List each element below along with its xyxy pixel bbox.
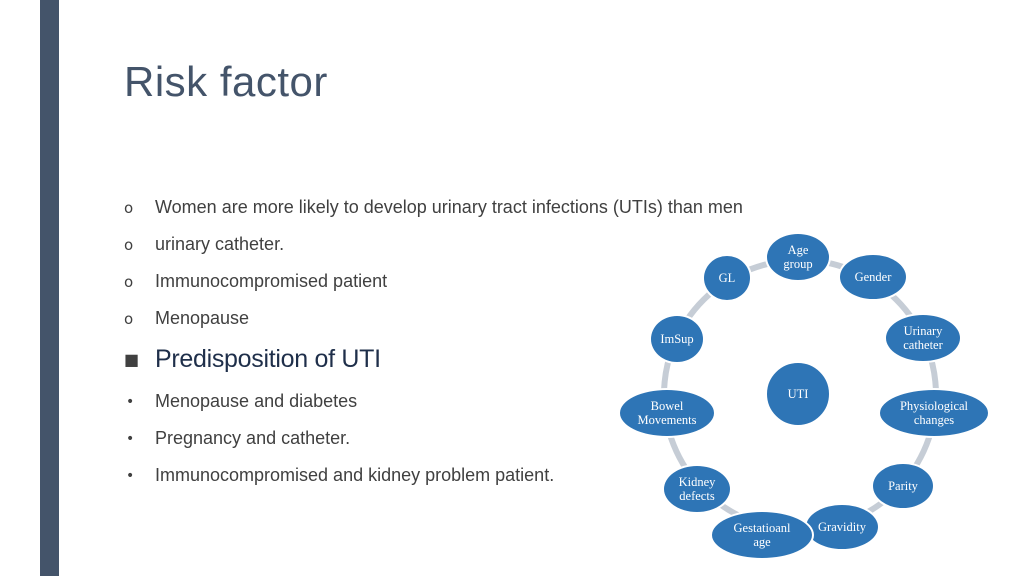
node-label: Gender [854, 270, 892, 284]
bullet-text: urinary catheter. [155, 234, 285, 254]
node-label: Gestatioanl age [733, 521, 791, 549]
bullet-text: Women are more likely to develop urinary… [155, 197, 743, 217]
circle-bullet-icon: o [124, 198, 134, 217]
circle-bullet-icon: o [124, 272, 134, 291]
slide-title: Risk factor [124, 58, 328, 105]
bullet-heading-text: Predisposition of UTI [155, 345, 381, 373]
risk-factor-cycle-diagram: UTI Age group Gender Urinary catheter Ph… [600, 225, 1010, 560]
bullet-list: o Women are more likely to develop urina… [124, 0, 743, 576]
bullet-text: Immunocompromised patient [155, 271, 388, 291]
circle-bullet-icon: o [124, 235, 134, 254]
bullet-item: • Pregnancy and catheter. [124, 428, 350, 449]
node-label: Bowel Movements [637, 399, 697, 427]
node-imsup: ImSup [649, 314, 705, 364]
node-gender: Gender [838, 253, 908, 301]
accent-bar [40, 0, 59, 576]
bullet-heading: ■ Predisposition of UTI [124, 345, 381, 374]
node-urinary-catheter: Urinary catheter [884, 313, 962, 363]
node-label: GL [718, 271, 736, 285]
node-label: Kidney defects [678, 475, 716, 503]
node-gl: GL [702, 254, 752, 302]
node-kidney-defects: Kidney defects [662, 464, 732, 514]
bullet-text: Pregnancy and catheter. [155, 428, 351, 448]
node-label: Gravidity [818, 520, 866, 534]
bullet-text: Immunocompromised and kidney problem pat… [155, 465, 555, 485]
bullet-item: o Menopause [124, 308, 249, 329]
bullet-item: o Women are more likely to develop urina… [124, 197, 743, 218]
bullet-text: Menopause and diabetes [155, 391, 358, 411]
node-label: ImSup [660, 332, 694, 346]
bullet-item: o Immunocompromised patient [124, 271, 387, 292]
node-age-group: Age group [765, 232, 831, 282]
node-physiological-changes: Physiological changes [878, 388, 990, 438]
circle-bullet-icon: o [124, 309, 134, 328]
node-label: Physiological changes [899, 399, 969, 427]
bullet-item: • Menopause and diabetes [124, 391, 357, 412]
center-node-uti: UTI [765, 361, 831, 427]
node-gravidity: Gravidity [804, 503, 880, 551]
node-label: Urinary catheter [903, 324, 943, 352]
node-gestational-age: Gestatioanl age [710, 510, 814, 560]
bullet-item: • Immunocompromised and kidney problem p… [124, 465, 554, 486]
square-bullet-icon: ■ [124, 350, 139, 369]
bullet-text: Menopause [155, 308, 250, 328]
dot-bullet-icon: • [126, 467, 135, 484]
node-parity: Parity [871, 462, 935, 510]
dot-bullet-icon: • [126, 430, 135, 447]
dot-bullet-icon: • [126, 393, 135, 410]
center-node-label: UTI [787, 387, 809, 401]
node-label: Age group [783, 243, 813, 271]
bullet-item: o urinary catheter. [124, 234, 284, 255]
node-label: Parity [888, 479, 918, 493]
node-bowel-movements: Bowel Movements [618, 388, 716, 438]
